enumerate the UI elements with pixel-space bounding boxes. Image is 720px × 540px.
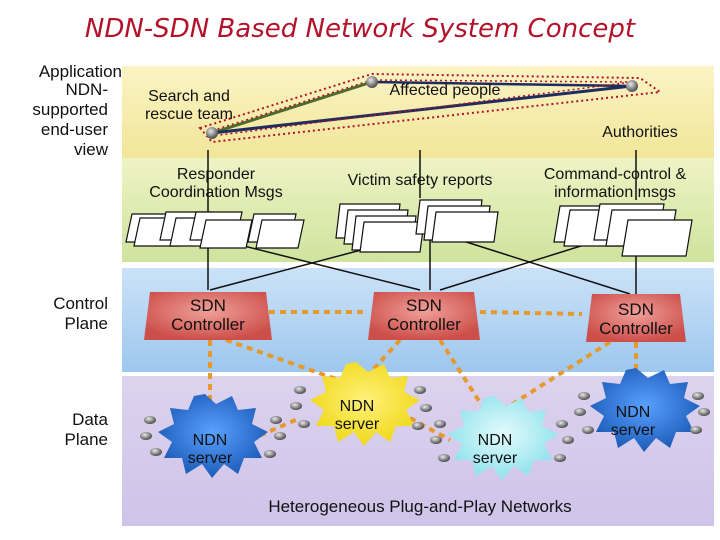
ndn-server-1-shape [158,394,268,478]
responder-msgs-label: Responder Coordination Msgs [149,166,283,201]
victim-msg-stack [335,199,499,253]
command-msgs-label: Command-control & information msgs [543,166,687,201]
ndn-server-2-shape [310,362,420,446]
node-authorities [626,80,638,92]
ndn-server-3-shape [448,396,558,480]
sdn-controller-2-label: SDN Controller [387,296,461,334]
sdn-controller-1-shape [144,292,272,340]
ndn-view-label: NDN- supported end-user view [32,80,108,159]
affected-people-label: Affected people [389,82,501,99]
command-msg-stack [553,203,693,257]
link-command-ctl2 [439,239,601,291]
application-links [198,72,663,144]
link-responder-ctl2 [219,239,421,291]
data-plane-label: Data Plane [64,410,108,449]
responder-msg-stack [125,211,305,249]
dash-srv2-srv3 [409,416,451,442]
network-nodes [140,386,710,462]
sdn-controller-1-label: SDN Controller [171,296,245,334]
page-title: NDN-SDN Based Network System Concept [84,14,636,44]
ndn-server-3-label: NDN server [472,432,518,467]
dash-srv1-srv2 [249,416,301,442]
sdn-controller-2-shape [368,292,480,340]
link-victim-ctl1 [209,244,381,291]
ndn-server-4-shape [590,368,700,452]
link-search-authorities [211,84,633,135]
application-label: Application [38,62,122,81]
search-rescue-label: Search and rescue team [144,88,234,123]
ndn-server-4-label: NDN server [610,404,656,439]
node-affected [366,76,378,88]
ndn-server-1-label: NDN server [187,432,233,467]
link-victim-ctl3 [459,239,631,295]
link-affected-authorities [371,80,633,88]
node-search [206,127,218,139]
victim-reports-label: Victim safety reports [347,172,493,189]
dotted-link-outline [198,72,663,144]
dash-ctl2-ctl3 [479,310,583,316]
sdn-controller-3-label: SDN Controller [599,300,673,338]
footer-caption: Heterogeneous Plug-and-Play Networks [268,497,572,516]
control-plane-label: Control Plane [53,294,108,333]
sdn-controller-3-shape [586,294,686,342]
link-search-affected [211,80,373,135]
authorities-label: Authorities [602,124,678,141]
dash-ctl2-srv3 [438,338,488,414]
ndn-server-2-label: NDN server [334,398,380,433]
